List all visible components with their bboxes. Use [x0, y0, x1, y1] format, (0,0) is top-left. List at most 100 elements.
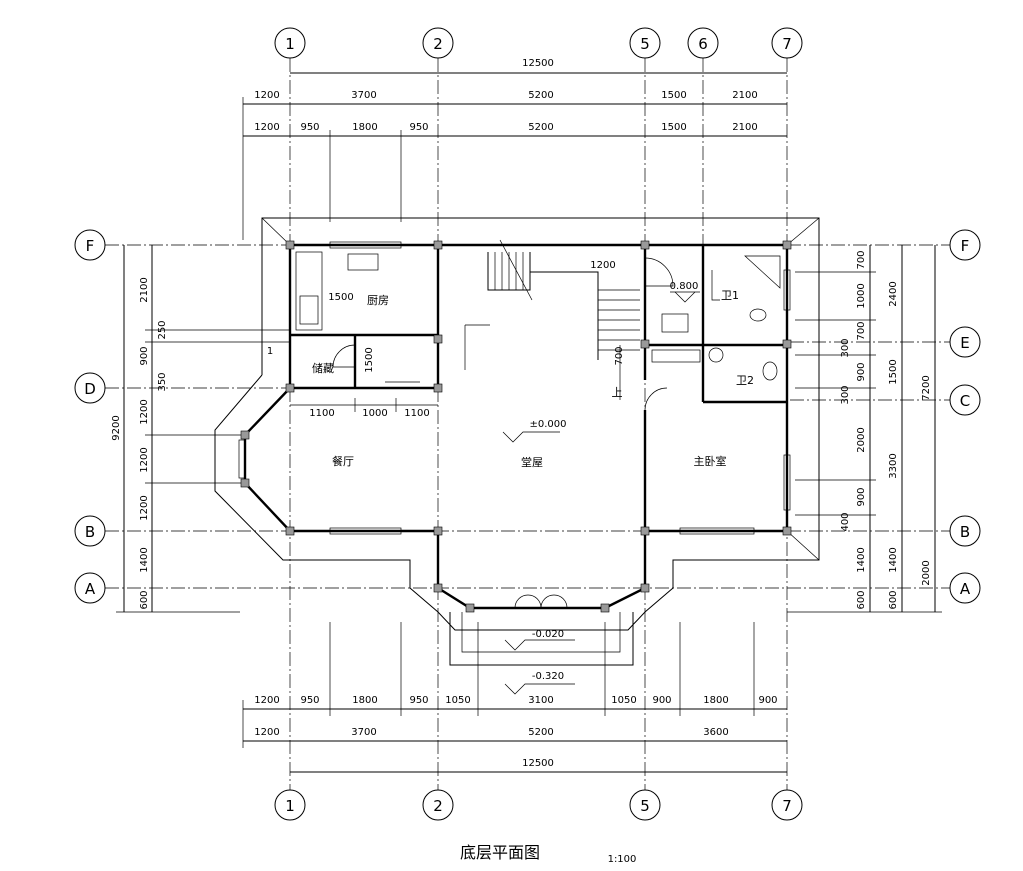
dim-left-6: 1200	[139, 495, 150, 520]
dim-bot-r1-6: 1050	[611, 695, 636, 706]
level-wc: 0.800	[670, 281, 699, 292]
dim-bot-r1-0: 1200	[254, 695, 279, 706]
dim-right-0: 700	[856, 250, 867, 269]
dim-bot-r2-0: 1200	[254, 727, 279, 738]
dim-top-r2-0: 1200	[254, 122, 279, 133]
basin-2-icon	[708, 347, 724, 363]
axis-top-5: 5	[640, 35, 650, 53]
room-wc2: 卫2	[736, 374, 754, 387]
dim-bot-r1-4: 1050	[445, 695, 470, 706]
axis-right-C: C	[960, 392, 970, 410]
dim-bot-r1-7: 900	[652, 695, 671, 706]
dim-left-4: 1200	[139, 399, 150, 424]
dim-top-r1-3: 1500	[661, 90, 686, 101]
toilet-2-icon	[762, 361, 778, 381]
axis-right-B: B	[960, 523, 970, 541]
dim-bot-r1-2: 1800	[352, 695, 377, 706]
eave-outline	[214, 217, 820, 631]
stair-1-label: 1	[267, 346, 273, 357]
stair-width-dim: 1200	[590, 260, 615, 271]
dim-top-r1-4: 2100	[732, 90, 757, 101]
dim-top-r2-6: 2100	[732, 122, 757, 133]
room-dining: 餐厅	[332, 454, 354, 468]
dim-right-mid-1: 1500	[888, 359, 899, 384]
dim-top-r1-0: 1200	[254, 90, 279, 101]
dim-right-2: 700	[856, 321, 867, 340]
dim-top-total: 12500	[522, 58, 554, 69]
axis-left-A: A	[85, 580, 96, 598]
dim-bot-r1-3: 950	[409, 695, 428, 706]
axis-bottom-7: 7	[782, 797, 792, 815]
dim-left-7: 1400	[139, 547, 150, 572]
axis-grid-lines	[105, 58, 950, 790]
staircase: 1200 700 上	[464, 239, 640, 400]
bottom-dimensions: 1200 950 1800 950 1050 3100 1050 900 180…	[242, 622, 787, 773]
dim-top-r1-2: 5200	[528, 90, 553, 101]
towel-rail-icon	[711, 270, 720, 301]
doors	[332, 257, 674, 609]
kitchen-width-dim: 1500	[328, 292, 353, 303]
kitchen-counter-icon	[295, 251, 323, 331]
dim-bot-r1-1: 950	[300, 695, 319, 706]
top-dimensions: 12500 1200 3700 5200 1500 2100 1200 950 …	[242, 58, 787, 240]
storage-height-dim: 1500	[364, 347, 375, 372]
room-labels: 厨房 储藏 餐厅 堂屋 主卧室 卫1 卫2	[312, 289, 754, 469]
dim-right-1: 1000	[856, 283, 867, 308]
dim-right-7: 900	[856, 487, 867, 506]
level-main: ±0.000	[529, 419, 566, 430]
dim-bot-r2-1: 3700	[351, 727, 376, 738]
dim-bot-r2-2: 5200	[528, 727, 553, 738]
dim-right-3: 300	[840, 338, 851, 357]
stair-up-label: 上	[612, 386, 623, 399]
room-storage: 储藏	[312, 361, 334, 375]
axis-bottom-2: 2	[433, 797, 443, 815]
dim-top-r1-1: 3700	[351, 90, 376, 101]
level-porch: -0.020	[532, 629, 564, 640]
axis-bottom-1: 1	[285, 797, 295, 815]
axis-top-6: 6	[698, 35, 708, 53]
dim-bot-total: 12500	[522, 758, 554, 769]
axis-bottom-5: 5	[640, 797, 650, 815]
columns	[240, 240, 792, 613]
dim-right-outer-0: 7200	[921, 375, 932, 400]
drawing-title: 底层平面图	[460, 843, 540, 862]
level-markers: ±0.000 0.800 -0.020 -0.320	[502, 281, 700, 695]
axis-top-1: 1	[285, 35, 295, 53]
dim-right-4: 900	[856, 362, 867, 381]
axis-left-D: D	[84, 380, 96, 398]
stove-icon	[299, 295, 319, 325]
dim-bot-r1-5: 3100	[528, 695, 553, 706]
cabinet-icon	[651, 349, 701, 363]
dim-top-r2-5: 1500	[661, 122, 686, 133]
dim-right-6: 2000	[856, 427, 867, 452]
dim-right-mid-0: 2400	[888, 281, 899, 306]
room-kitchen: 厨房	[367, 294, 389, 307]
drawing-scale: 1:100	[608, 854, 637, 865]
dim-right-10: 600	[856, 590, 867, 609]
dim-bot-r1-8: 1800	[703, 695, 728, 706]
toilet-1-icon	[749, 308, 767, 322]
dim-bot-r1-9: 900	[758, 695, 777, 706]
dim-left-5: 1200	[139, 447, 150, 472]
fixtures	[295, 251, 781, 381]
right-dimensions: 700 1000 700 300 900 300 2000 900 400 14…	[787, 245, 942, 613]
dim-right-5: 300	[840, 385, 851, 404]
stair-height-dim: 700	[614, 346, 625, 365]
axis-right-E: E	[960, 334, 969, 352]
dim-right-mid-2: 3300	[888, 453, 899, 478]
axis-left-B: B	[85, 523, 95, 541]
dim-left-8: 600	[139, 590, 150, 609]
dim-left-outer: 9200	[111, 415, 122, 440]
left-dimensions: 2100 250 900 350 1200 1200 1200 1400 600…	[111, 245, 290, 613]
inner-dimensions: 1100 1000 1100 1500 1500 1	[261, 292, 438, 419]
shower-icon	[744, 255, 781, 289]
dim-left-2: 900	[139, 346, 150, 365]
kitchen-sink-icon	[347, 253, 379, 271]
dim-right-8: 400	[840, 512, 851, 531]
axis-bubbles: 1 2 5 6 7 1 2 5 7 F D B A F E C B A	[74, 27, 981, 821]
dim-right-9: 1400	[856, 547, 867, 572]
room-master: 主卧室	[694, 454, 727, 468]
room-hall: 堂屋	[521, 456, 543, 469]
inner-dim-0: 1100	[309, 408, 334, 419]
